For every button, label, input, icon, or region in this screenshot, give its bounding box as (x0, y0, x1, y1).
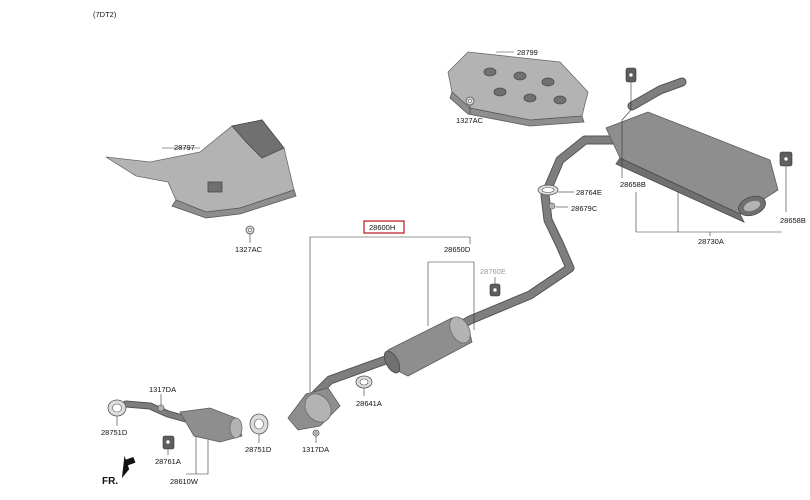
rear-hanger-right[interactable] (779, 151, 793, 167)
leader-exhaust-assembly (309, 236, 471, 392)
main-exhaust-pipe[interactable] (295, 135, 625, 415)
rear-muffler[interactable] (605, 77, 779, 223)
front-hanger[interactable] (162, 435, 175, 450)
label-center-hanger: 28760E (480, 267, 506, 276)
label-spring-rear: 28679C (571, 204, 598, 213)
label-hanger-rear-left: 28658B (620, 180, 646, 189)
label-rear-heat-protector: 28799 (517, 48, 538, 57)
front-heat-protector[interactable] (105, 119, 297, 219)
label-front-pipe: 28610W (170, 477, 199, 486)
front-pipe[interactable] (122, 400, 243, 443)
label-front-gasket-left: 28751D (101, 428, 128, 437)
diagram-code: (7DT2) (93, 10, 117, 19)
label-hanger-rear-right: 28658B (780, 216, 806, 225)
center-hanger[interactable] (489, 283, 501, 297)
clip-front[interactable] (245, 225, 255, 235)
leader-front-pipe-right (186, 440, 209, 475)
front-bolt-lower[interactable] (312, 429, 320, 437)
rear-spring-bolt[interactable] (548, 202, 556, 210)
label-front-hanger: 28761A (155, 457, 181, 466)
front-bolt-upper[interactable] (157, 404, 165, 412)
label-center-gasket: 28641A (356, 399, 382, 408)
assembly-key-box[interactable] (363, 220, 405, 234)
front-gasket-center[interactable] (249, 413, 269, 435)
front-direction-arrow-icon (121, 455, 136, 479)
rear-heat-protector[interactable] (447, 51, 589, 127)
label-front-bolt-lower: 1317DA (302, 445, 329, 454)
rear-hanger-left[interactable] (625, 67, 637, 83)
label-clip-front: 1327AC (235, 245, 263, 254)
center-muffler[interactable] (381, 313, 474, 377)
clip-rear[interactable] (465, 96, 475, 106)
label-ring-rear: 28764E (576, 188, 602, 197)
leader-rear-muffler-frame (635, 192, 782, 233)
label-clip-rear: 1327AC (456, 116, 484, 125)
label-front-gasket-center: 28751D (245, 445, 272, 454)
label-front-heat-protector: 28797 (174, 143, 195, 152)
label-center-muffler: 28650D (444, 245, 471, 254)
rear-gasket-ring[interactable] (537, 184, 559, 196)
leader-hanger-rear-left (621, 82, 632, 178)
label-front-bolt-upper: 1317DA (149, 385, 176, 394)
front-catalytic-converter[interactable] (287, 387, 341, 431)
label-rear-muffler: 28730A (698, 237, 724, 246)
front-direction-label: FR. (102, 476, 118, 487)
leader-center-muffler (427, 261, 474, 326)
center-gasket[interactable] (355, 375, 373, 389)
label-exhaust-assembly[interactable]: 28600H (369, 223, 395, 232)
front-gasket-left[interactable] (107, 399, 127, 417)
